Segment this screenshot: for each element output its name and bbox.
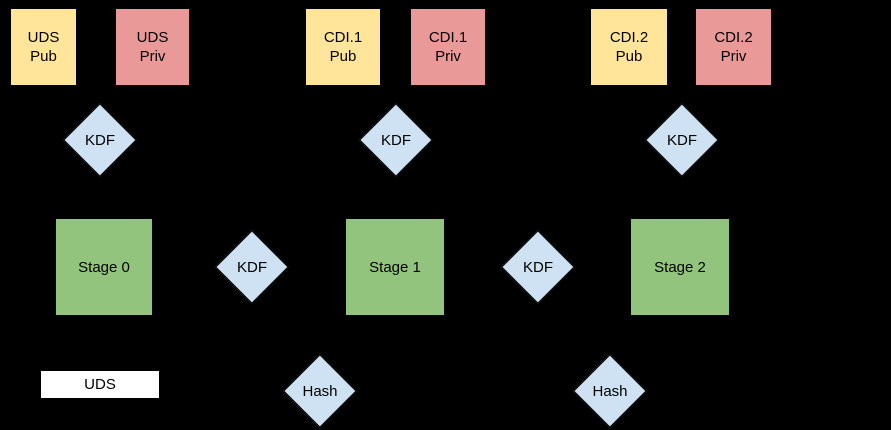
hash-diamond-2: Hash (573, 354, 647, 428)
kdf-diamond-top-2: KDF (359, 103, 433, 177)
hash-diamond-1: Hash (283, 354, 357, 428)
uds-priv-box: UDS Priv (115, 8, 190, 86)
kdf-label: KDF (85, 131, 115, 149)
kdf-diamond-mid-2: KDF (501, 230, 575, 304)
uds-bar: UDS (40, 370, 160, 399)
kdf-diamond-top-3: KDF (645, 103, 719, 177)
kdf-label: KDF (237, 258, 267, 276)
cdi1-pub-box: CDI.1 Pub (305, 8, 381, 86)
cdi1-priv-box: CDI.1 Priv (410, 8, 486, 86)
cdi1-priv-label: CDI.1 Priv (428, 29, 468, 65)
stage-1-label: Stage 1 (369, 258, 421, 276)
kdf-label: KDF (381, 131, 411, 149)
uds-pub-box: UDS Pub (10, 8, 77, 86)
stage-0-label: Stage 0 (78, 258, 130, 276)
kdf-label: KDF (667, 131, 697, 149)
stage-0-box: Stage 0 (55, 218, 153, 316)
uds-pub-label: UDS Pub (27, 29, 60, 65)
cdi2-pub-label: CDI.2 Pub (609, 29, 649, 65)
kdf-diamond-mid-1: KDF (215, 230, 289, 304)
stage-2-box: Stage 2 (630, 218, 730, 316)
hash-label: Hash (302, 382, 338, 400)
cdi2-pub-box: CDI.2 Pub (590, 8, 668, 86)
cdi2-priv-label: CDI.2 Priv (714, 29, 753, 65)
stage-1-box: Stage 1 (345, 218, 445, 316)
cdi2-priv-box: CDI.2 Priv (695, 8, 772, 86)
stage-2-label: Stage 2 (654, 258, 706, 276)
hash-label: Hash (592, 382, 628, 400)
kdf-label: KDF (523, 258, 553, 276)
cdi1-pub-label: CDI.1 Pub (323, 29, 363, 65)
uds-priv-label: UDS Priv (136, 29, 169, 65)
uds-bar-label: UDS (84, 376, 116, 393)
kdf-diamond-top-1: KDF (63, 103, 137, 177)
